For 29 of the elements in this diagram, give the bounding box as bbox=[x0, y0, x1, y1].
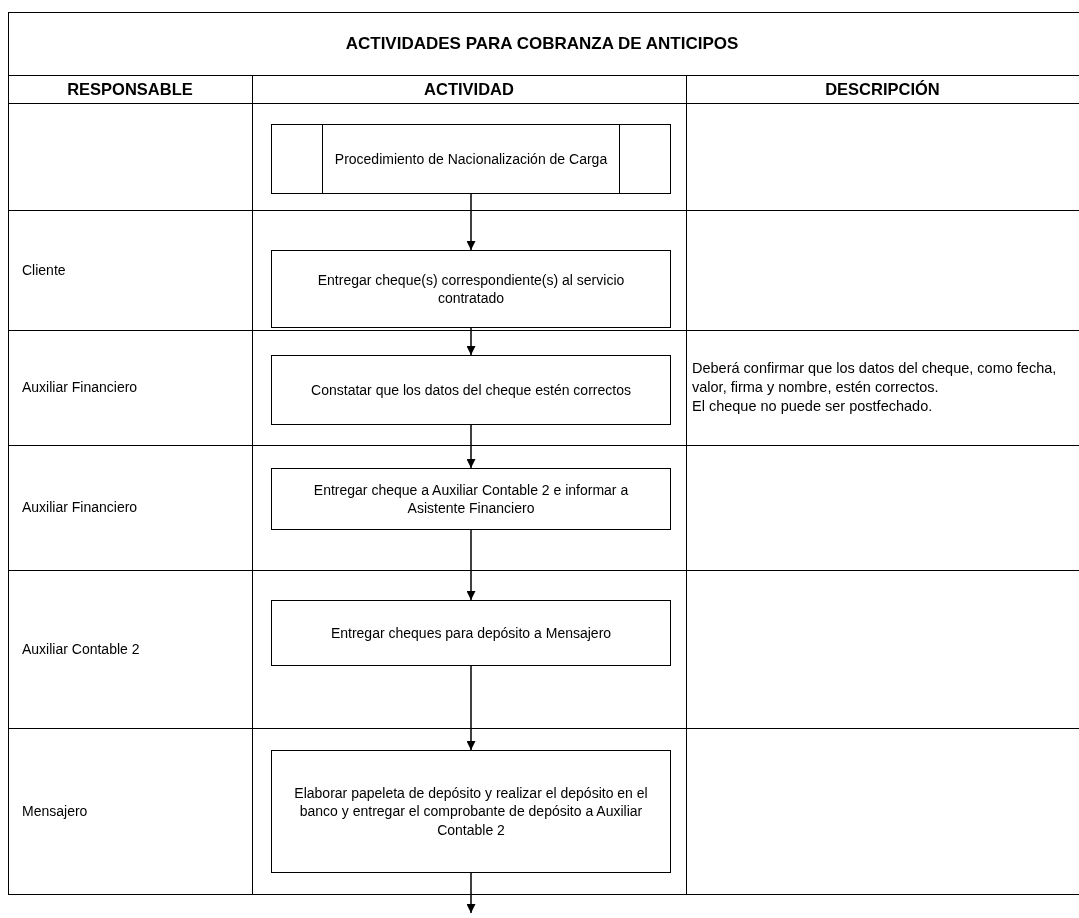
column-header: ACTIVIDAD bbox=[424, 79, 514, 99]
process-box bbox=[271, 355, 671, 425]
activity-text: Elaborar papeleta de depósito y realizar el depósito en el banco y entregar el comprobante de depósito a Auxiliar Contable 2 bbox=[293, 784, 649, 839]
table-title: ACTIVIDADES PARA COBRANZA DE ANTICIPOS bbox=[345, 33, 739, 54]
role-label: Auxiliar Financiero bbox=[22, 378, 138, 397]
process-box bbox=[271, 468, 671, 530]
role-label: Auxiliar Contable 2 bbox=[22, 639, 140, 659]
arrow bbox=[466, 665, 476, 751]
activity-text: Entregar cheques para depósito a Mensajero bbox=[330, 623, 612, 643]
process-box bbox=[271, 600, 671, 666]
activity-text: Procedimiento de Nacionalización de Carga bbox=[334, 149, 608, 169]
arrow bbox=[466, 193, 476, 251]
column-header: DESCRIPCIÓN bbox=[825, 79, 940, 99]
description-text: Deberá confirmar que los datos del cheque, como fecha, valor, firma y nombre, estén correctos. bbox=[692, 359, 1058, 397]
role-label: Mensajero bbox=[22, 802, 88, 821]
activity-text: Entregar cheque(s) correspondiente(s) al servicio contratado bbox=[316, 270, 626, 308]
activity-text: Entregar cheque a Auxiliar Contable 2 e informar a Asistente Financiero bbox=[312, 480, 630, 518]
process-box bbox=[271, 250, 671, 328]
role-label: Auxiliar Financiero bbox=[22, 498, 138, 517]
arrow bbox=[466, 424, 476, 469]
activity-text: Constatar que los datos del cheque estén correctos bbox=[311, 380, 631, 400]
arrow bbox=[466, 872, 476, 914]
role-label: Cliente bbox=[22, 260, 66, 280]
process-box bbox=[271, 750, 671, 873]
arrow bbox=[466, 529, 476, 601]
predefined-process-box bbox=[271, 124, 671, 194]
column-header: RESPONSABLE bbox=[67, 79, 193, 99]
description-text: El cheque no puede ser postfechado. bbox=[692, 396, 933, 416]
arrow bbox=[466, 327, 476, 356]
